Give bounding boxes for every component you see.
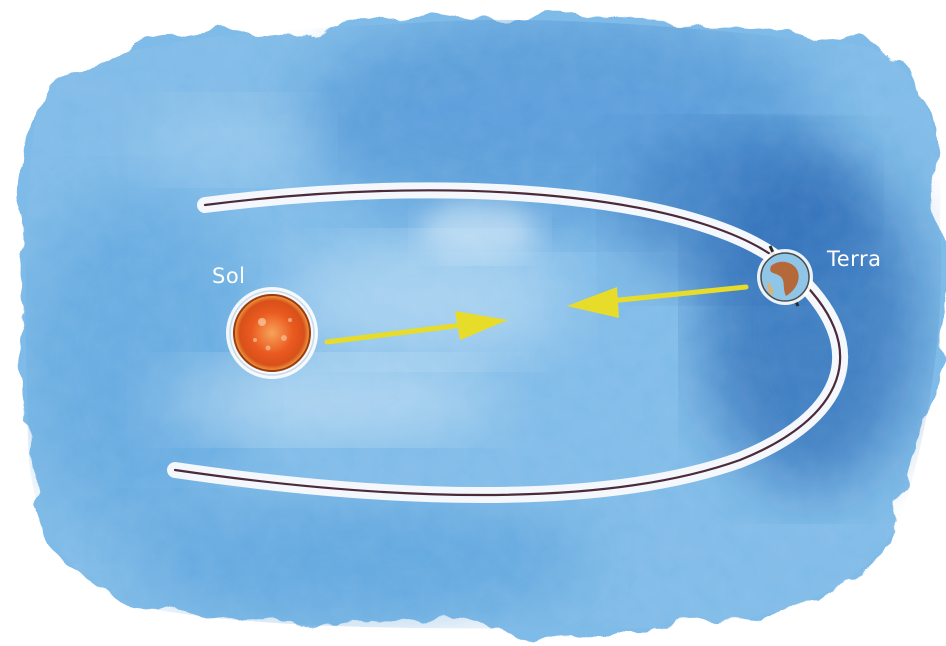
sun-label: Sol bbox=[212, 264, 246, 288]
earth-label: Terra bbox=[827, 247, 881, 271]
sun-icon bbox=[226, 287, 318, 379]
